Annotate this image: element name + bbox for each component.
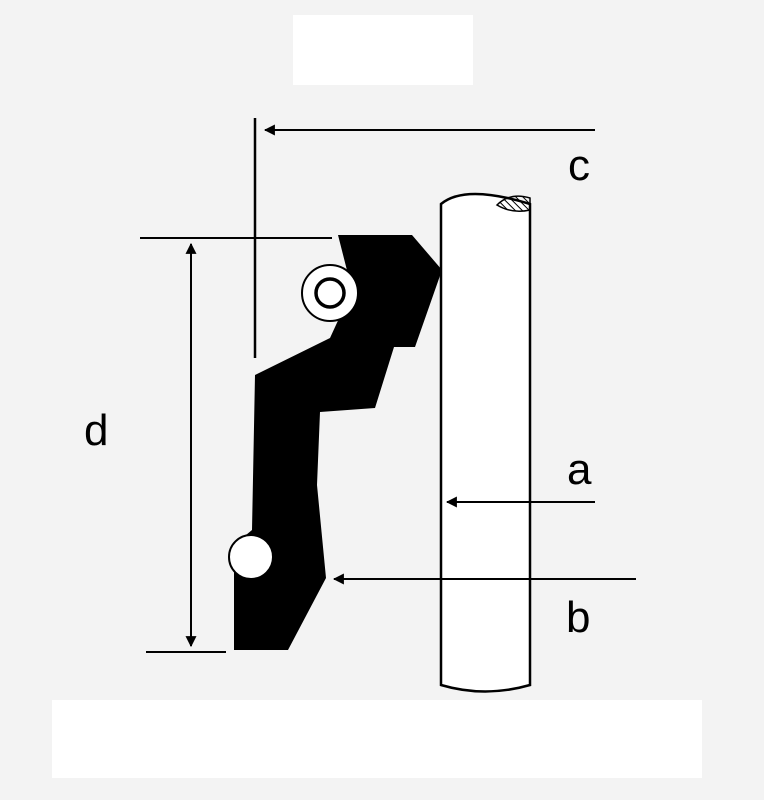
label-a: a	[567, 445, 592, 494]
garter-spring-core	[314, 277, 346, 309]
valve-stem	[439, 192, 532, 693]
label-d: d	[84, 406, 108, 455]
label-b: b	[566, 593, 590, 642]
stem-top-hatch	[495, 195, 531, 212]
top-blank-panel	[293, 15, 473, 85]
dimension-d	[140, 237, 332, 653]
label-c: c	[568, 141, 590, 190]
seal-cross-section	[228, 235, 442, 650]
bottom-blank-panel	[52, 700, 702, 778]
seal-lower-cavity	[228, 534, 274, 580]
